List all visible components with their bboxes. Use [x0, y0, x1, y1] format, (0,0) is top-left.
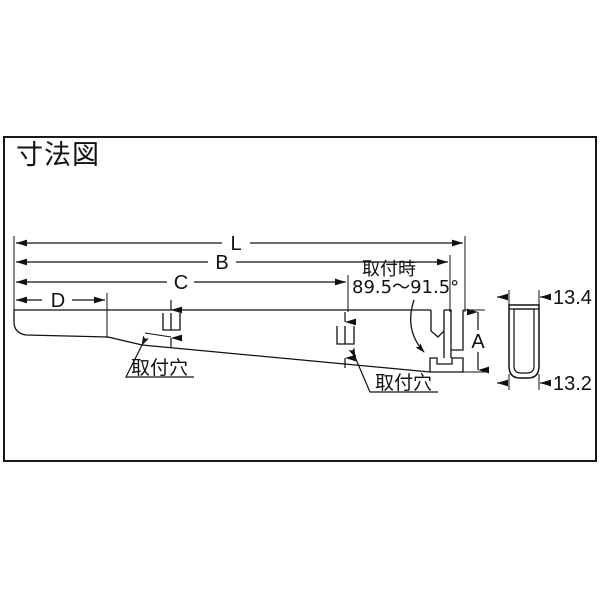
- hole-witness-line-left: [144, 332, 172, 338]
- dimension-C: C: [16, 272, 349, 312]
- dimension-label-L: L: [230, 233, 241, 255]
- dimension-label-C: C: [174, 272, 188, 294]
- bracket-left-rounded-end: [13, 310, 109, 338]
- callout-label-hole-left: 取付穴: [131, 357, 188, 379]
- bracket-right-end-spine: [443, 331, 452, 358]
- cross-section-width-top-label: 13.4: [553, 287, 592, 309]
- bracket-side-profile: [13, 309, 464, 373]
- bracket-underside-long-taper: [141, 344, 431, 373]
- mounting-angle-annotation: 取付時 89.5～91.5°: [352, 259, 459, 353]
- dimension-D: D: [16, 290, 108, 338]
- leader-line-hole-right: [348, 347, 438, 393]
- dimension-B: B: [16, 252, 451, 312]
- bracket-upper-hook-notch: [430, 309, 464, 351]
- dimension-label-A: A: [471, 331, 485, 353]
- angle-leader-arc: [410, 299, 425, 353]
- dimension-label-B: B: [215, 252, 228, 274]
- callout-label-hole-right: 取付穴: [375, 372, 432, 394]
- callout-mounting-hole-left: 取付穴: [125, 335, 194, 379]
- mounting-hole-marker-right: [336, 312, 356, 368]
- mounting-angle-value: 89.5～91.5°: [352, 277, 459, 298]
- cross-section-inner-outline: [513, 308, 535, 374]
- dimension-label-D: D: [51, 290, 65, 312]
- bracket-lower-hook-notch: [429, 357, 464, 373]
- bracket-underside-upper-taper: [107, 336, 143, 346]
- mounting-hole-marker-left: [144, 300, 182, 348]
- cross-section-view: 13.4 13.2: [497, 287, 592, 395]
- cross-section-width-bottom-label: 13.2: [553, 373, 592, 395]
- cross-section-outer-outline: [508, 304, 540, 379]
- callout-mounting-hole-right: 取付穴: [348, 347, 438, 394]
- dimension-L: L: [13, 233, 466, 312]
- page-title: 寸法図: [16, 140, 100, 171]
- leader-line-hole-left: [125, 335, 194, 378]
- dimension-A: A: [463, 308, 489, 374]
- mounting-condition-label: 取付時: [362, 259, 416, 280]
